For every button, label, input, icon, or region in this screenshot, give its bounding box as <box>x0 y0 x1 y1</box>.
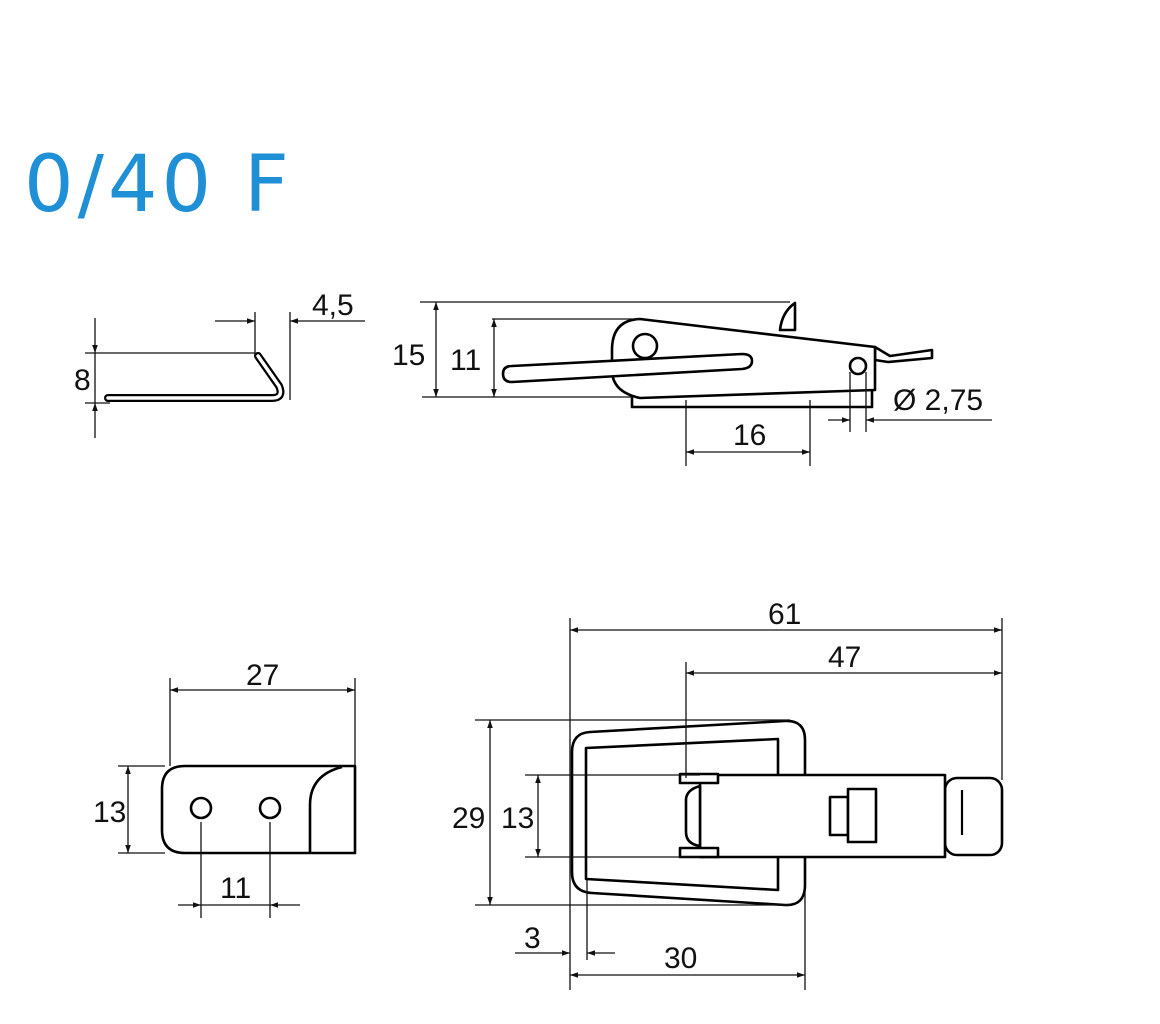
product-title: 0/40 F <box>24 140 293 230</box>
latch-side-view: 15 11 16 Ø 2,75 <box>392 301 992 466</box>
dim-hole-spacing: 11 <box>220 872 251 905</box>
dim-plate-width: 13 <box>93 796 126 829</box>
hook-side-view: 8 4,5 <box>74 289 365 438</box>
dim-latch-length: 47 <box>828 641 861 674</box>
hook-plate-top-view: 27 13 11 <box>93 659 357 918</box>
dim-latch-width: 13 <box>501 802 534 835</box>
dim-frame-wire: 3 <box>524 922 541 955</box>
dim-side-body-height: 11 <box>450 344 481 377</box>
dim-pin-diameter: Ø 2,75 <box>893 384 983 417</box>
latch-top-view: 61 47 29 13 3 30 <box>452 598 1004 990</box>
dim-side-overall-height: 15 <box>392 339 425 372</box>
dim-frame-height: 29 <box>452 802 485 835</box>
dim-hook-height: 8 <box>74 364 91 397</box>
dim-side-base-length: 16 <box>733 419 766 452</box>
dim-frame-width: 30 <box>664 942 697 975</box>
dim-plate-length: 27 <box>246 659 279 692</box>
dim-overall-length: 61 <box>768 598 801 631</box>
dim-hook-depth: 4,5 <box>312 289 354 322</box>
